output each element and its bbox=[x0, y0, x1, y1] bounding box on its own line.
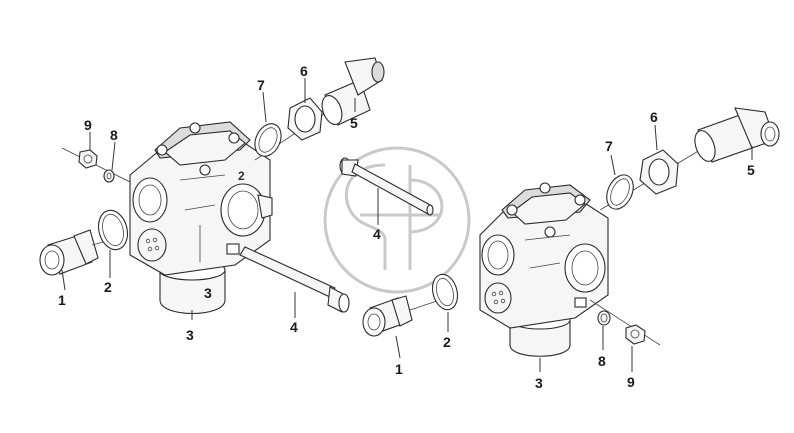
right-callout-5: 5 bbox=[747, 162, 755, 178]
right-part-2-ring bbox=[431, 273, 459, 311]
right-part-1-fitting bbox=[362, 295, 441, 337]
left-callout-3-body: 3 bbox=[204, 285, 212, 301]
left-callout-8: 8 bbox=[110, 127, 118, 143]
watermark-logo bbox=[323, 146, 471, 294]
right-callout-1: 1 bbox=[395, 361, 403, 377]
right-leader-lines bbox=[377, 124, 753, 372]
right-callout-4: 4 bbox=[373, 226, 381, 242]
right-assembly: 4 1 2 3 8 9 7 6 5 bbox=[339, 107, 780, 391]
left-body-mark: 2 bbox=[238, 169, 245, 183]
left-part-8-washer bbox=[103, 169, 115, 183]
left-callout-4: 4 bbox=[290, 319, 298, 335]
left-valve-body bbox=[129, 121, 273, 314]
left-callout-5: 5 bbox=[350, 115, 358, 131]
right-callout-3: 3 bbox=[535, 375, 543, 391]
left-callout-6: 6 bbox=[300, 63, 308, 79]
right-part-6-flange bbox=[639, 149, 679, 195]
right-callout-7: 7 bbox=[605, 138, 613, 154]
right-callout-2: 2 bbox=[443, 334, 451, 350]
left-callout-3: 3 bbox=[186, 327, 194, 343]
left-leader-lines bbox=[61, 78, 356, 320]
left-part-2-ring bbox=[97, 209, 129, 251]
left-callout-9: 9 bbox=[84, 117, 92, 133]
left-part-5-elbow bbox=[321, 57, 385, 126]
left-callout-2: 2 bbox=[104, 279, 112, 295]
left-assembly: 9 8 1 2 3 3 4 7 6 5 2 bbox=[39, 57, 385, 343]
left-part-1-fitting bbox=[39, 229, 119, 276]
right-part-4-bolt bbox=[339, 157, 434, 216]
right-part-9-nut bbox=[625, 324, 646, 345]
left-callout-7: 7 bbox=[257, 77, 265, 93]
right-part-5-elbow bbox=[694, 107, 780, 163]
right-callout-6: 6 bbox=[650, 109, 658, 125]
left-callout-1: 1 bbox=[58, 292, 66, 308]
right-part-8-washer bbox=[589, 299, 661, 346]
right-callout-9: 9 bbox=[627, 374, 635, 390]
left-part-6-flange bbox=[287, 97, 323, 141]
right-valve-body bbox=[479, 182, 609, 357]
left-part-9-nut bbox=[61, 147, 131, 183]
left-part-4-bolt bbox=[239, 246, 350, 313]
right-callout-8: 8 bbox=[598, 353, 606, 369]
